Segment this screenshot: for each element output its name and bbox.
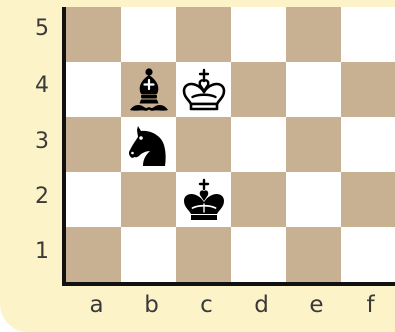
square-d4[interactable] bbox=[231, 62, 286, 117]
board-left-border bbox=[62, 7, 66, 286]
file-label-d: d bbox=[234, 293, 289, 317]
white-king-piece[interactable] bbox=[176, 62, 231, 117]
chess-board bbox=[66, 7, 395, 282]
file-label-a: a bbox=[69, 293, 124, 317]
white-king-icon bbox=[180, 68, 228, 112]
square-f3[interactable] bbox=[341, 117, 395, 172]
square-d2[interactable] bbox=[231, 172, 286, 227]
black-king-icon bbox=[180, 178, 228, 222]
rank-label-2: 2 bbox=[27, 185, 57, 209]
black-knight-piece[interactable] bbox=[121, 117, 176, 172]
square-c3[interactable] bbox=[176, 117, 231, 172]
square-e4[interactable] bbox=[286, 62, 341, 117]
square-a5[interactable] bbox=[66, 7, 121, 62]
square-c1[interactable] bbox=[176, 227, 231, 282]
square-b1[interactable] bbox=[121, 227, 176, 282]
square-a2[interactable] bbox=[66, 172, 121, 227]
square-a3[interactable] bbox=[66, 117, 121, 172]
square-a4[interactable] bbox=[66, 62, 121, 117]
square-f4[interactable] bbox=[341, 62, 395, 117]
rank-label-4: 4 bbox=[27, 74, 57, 98]
square-c5[interactable] bbox=[176, 7, 231, 62]
square-e5[interactable] bbox=[286, 7, 341, 62]
rank-label-3: 3 bbox=[27, 130, 57, 154]
black-king-piece[interactable] bbox=[176, 172, 231, 227]
black-bishop-piece[interactable] bbox=[121, 62, 176, 117]
file-label-f: f bbox=[343, 293, 395, 317]
square-d3[interactable] bbox=[231, 117, 286, 172]
black-knight-icon bbox=[126, 122, 172, 168]
square-d5[interactable] bbox=[231, 7, 286, 62]
square-e2[interactable] bbox=[286, 172, 341, 227]
rank-label-1: 1 bbox=[27, 240, 57, 264]
square-f1[interactable] bbox=[341, 227, 395, 282]
square-b2[interactable] bbox=[121, 172, 176, 227]
square-f2[interactable] bbox=[341, 172, 395, 227]
black-bishop-icon bbox=[127, 67, 171, 113]
square-d1[interactable] bbox=[231, 227, 286, 282]
square-b5[interactable] bbox=[121, 7, 176, 62]
square-a1[interactable] bbox=[66, 227, 121, 282]
board-bottom-border bbox=[62, 282, 395, 286]
file-label-c: c bbox=[179, 293, 234, 317]
file-label-b: b bbox=[124, 293, 179, 317]
rank-label-5: 5 bbox=[27, 17, 57, 41]
file-label-e: e bbox=[289, 293, 344, 317]
square-e1[interactable] bbox=[286, 227, 341, 282]
square-e3[interactable] bbox=[286, 117, 341, 172]
square-f5[interactable] bbox=[341, 7, 395, 62]
